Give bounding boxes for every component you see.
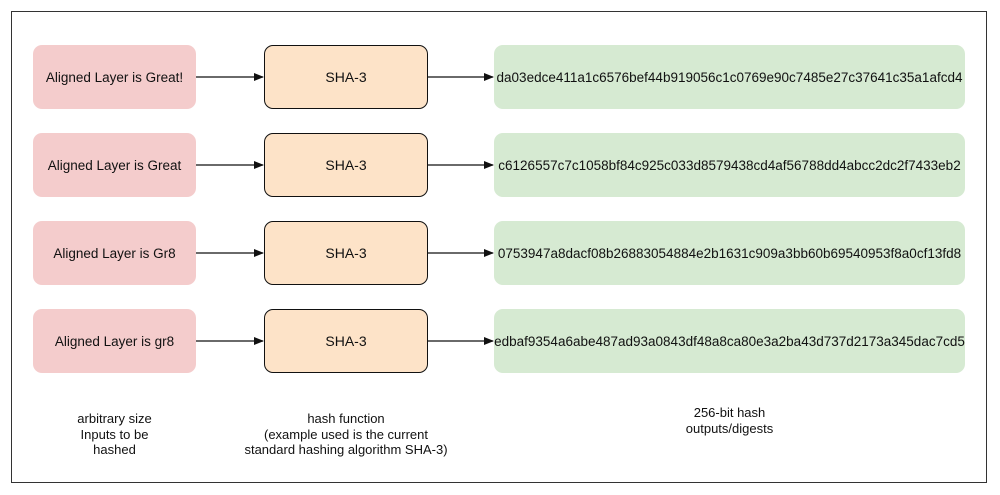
hash-function-caption-line-1: hash function — [307, 411, 385, 426]
hash-function-caption: hash function (example used is the curre… — [226, 411, 466, 458]
diagram-frame — [11, 11, 987, 483]
input-text-3: Aligned Layer is Gr8 — [53, 245, 176, 261]
hash-function-box-4: SHA-3 — [264, 309, 428, 373]
input-box-4: Aligned Layer is gr8 — [33, 309, 196, 373]
hash-function-label-4: SHA-3 — [325, 333, 367, 349]
output-digest-text-3: 0753947a8dacf08b26883054884e2b1631c909a3… — [497, 245, 962, 261]
outputs-caption: 256-bit hash outputs/digests — [594, 405, 865, 436]
input-box-2: Aligned Layer is Great — [33, 133, 196, 197]
output-digest-box-4: edbaf9354a6abe487ad93a0843df48a8ca80e3a2… — [494, 309, 965, 373]
output-digest-text-1: da03edce411a1c6576bef44b919056c1c0769e90… — [496, 69, 963, 85]
output-digest-box-2: c6126557c7c1058bf84c925c033d8579438cd4af… — [494, 133, 965, 197]
hash-function-box-2: SHA-3 — [264, 133, 428, 197]
outputs-caption-line-2: outputs/digests — [685, 420, 774, 436]
input-box-1: Aligned Layer is Great! — [33, 45, 196, 109]
inputs-caption: arbitrary size Inputs to be hashed — [33, 411, 196, 458]
output-digest-text-4: edbaf9354a6abe487ad93a0843df48a8ca80e3a2… — [494, 333, 965, 349]
inputs-caption-line-2: Inputs to be — [80, 426, 149, 442]
hash-function-box-3: SHA-3 — [264, 221, 428, 285]
hash-function-caption-line-2: (example used is the current — [263, 426, 429, 442]
inputs-caption-line-3: hashed — [93, 442, 136, 457]
hash-function-label-1: SHA-3 — [325, 69, 367, 85]
hash-function-label-2: SHA-3 — [325, 157, 367, 173]
input-text-4: Aligned Layer is gr8 — [54, 333, 175, 349]
input-box-3: Aligned Layer is Gr8 — [33, 221, 196, 285]
output-digest-box-1: da03edce411a1c6576bef44b919056c1c0769e90… — [494, 45, 965, 109]
output-digest-box-3: 0753947a8dacf08b26883054884e2b1631c909a3… — [494, 221, 965, 285]
input-text-2: Aligned Layer is Great — [47, 157, 182, 173]
output-digest-text-2: c6126557c7c1058bf84c925c033d8579438cd4af… — [498, 157, 961, 173]
hash-function-box-1: SHA-3 — [264, 45, 428, 109]
hash-function-caption-line-3: standard hashing algorithm SHA-3) — [244, 442, 448, 457]
outputs-caption-line-1: 256-bit hash — [693, 405, 766, 420]
input-text-1: Aligned Layer is Great! — [45, 69, 184, 85]
inputs-caption-line-1: arbitrary size — [77, 411, 152, 426]
hash-function-label-3: SHA-3 — [325, 245, 367, 261]
